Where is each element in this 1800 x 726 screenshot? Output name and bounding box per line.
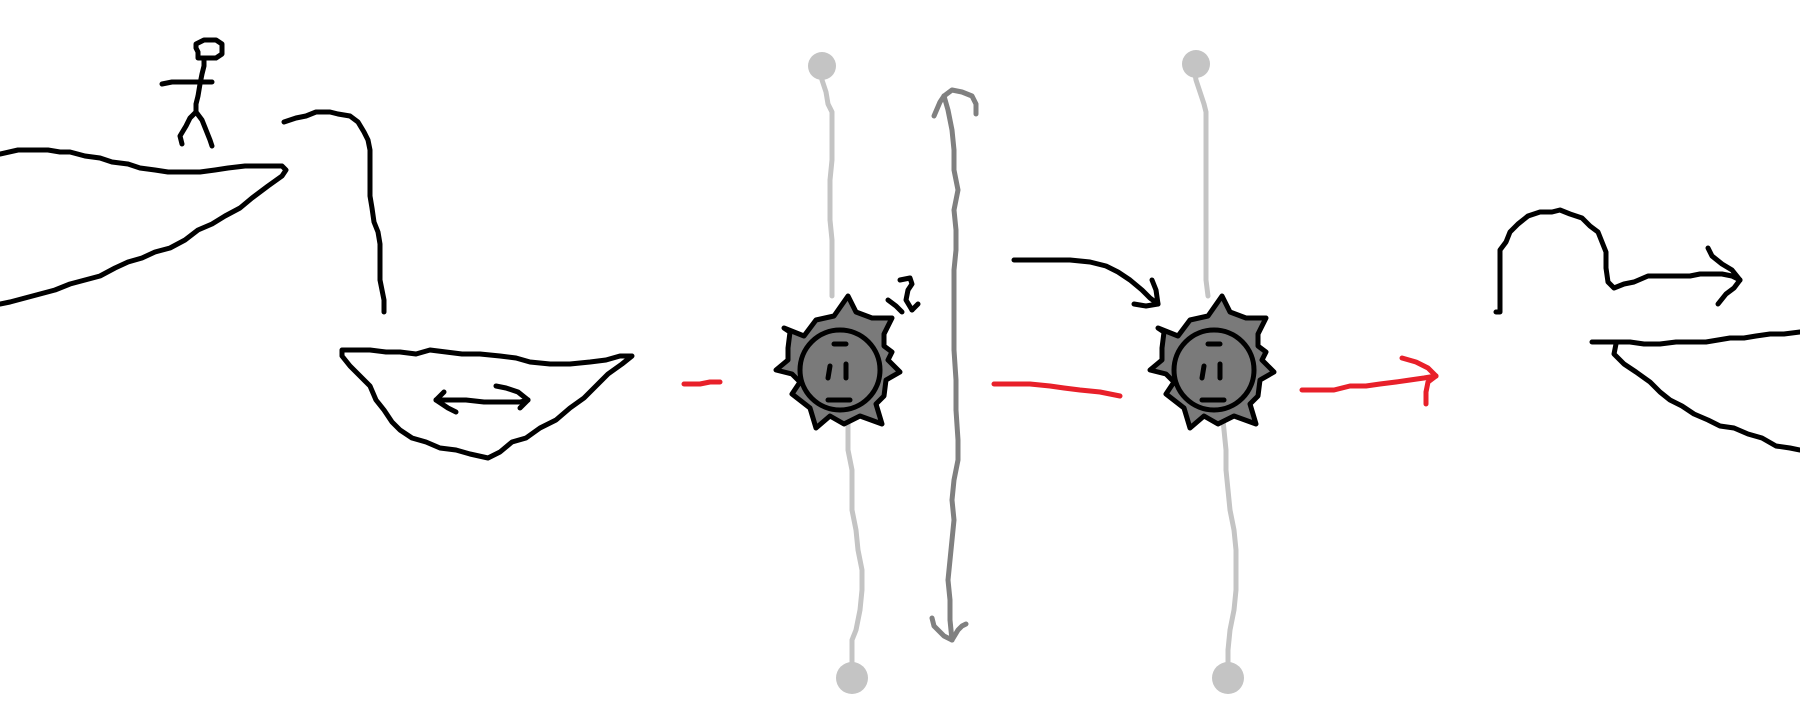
moving-platform[interactable] xyxy=(339,347,635,461)
jump-arc xyxy=(281,109,387,315)
stick-figure-player[interactable] xyxy=(159,37,225,149)
red-trajectory xyxy=(681,355,1439,407)
enemy-vertical-track xyxy=(808,52,868,694)
start-ledge xyxy=(0,147,289,307)
spiked-mine-enemy[interactable] xyxy=(773,293,903,431)
spiked-mine-enemy-2[interactable] xyxy=(1147,293,1277,431)
vertical-motion-arrow xyxy=(929,87,979,643)
spark-mark xyxy=(885,275,921,315)
goal-ledge xyxy=(1589,329,1800,453)
enemy-vertical-track-2 xyxy=(1182,50,1244,694)
landing-arrow xyxy=(1011,257,1161,309)
jump-arc-2 xyxy=(1493,207,1743,315)
